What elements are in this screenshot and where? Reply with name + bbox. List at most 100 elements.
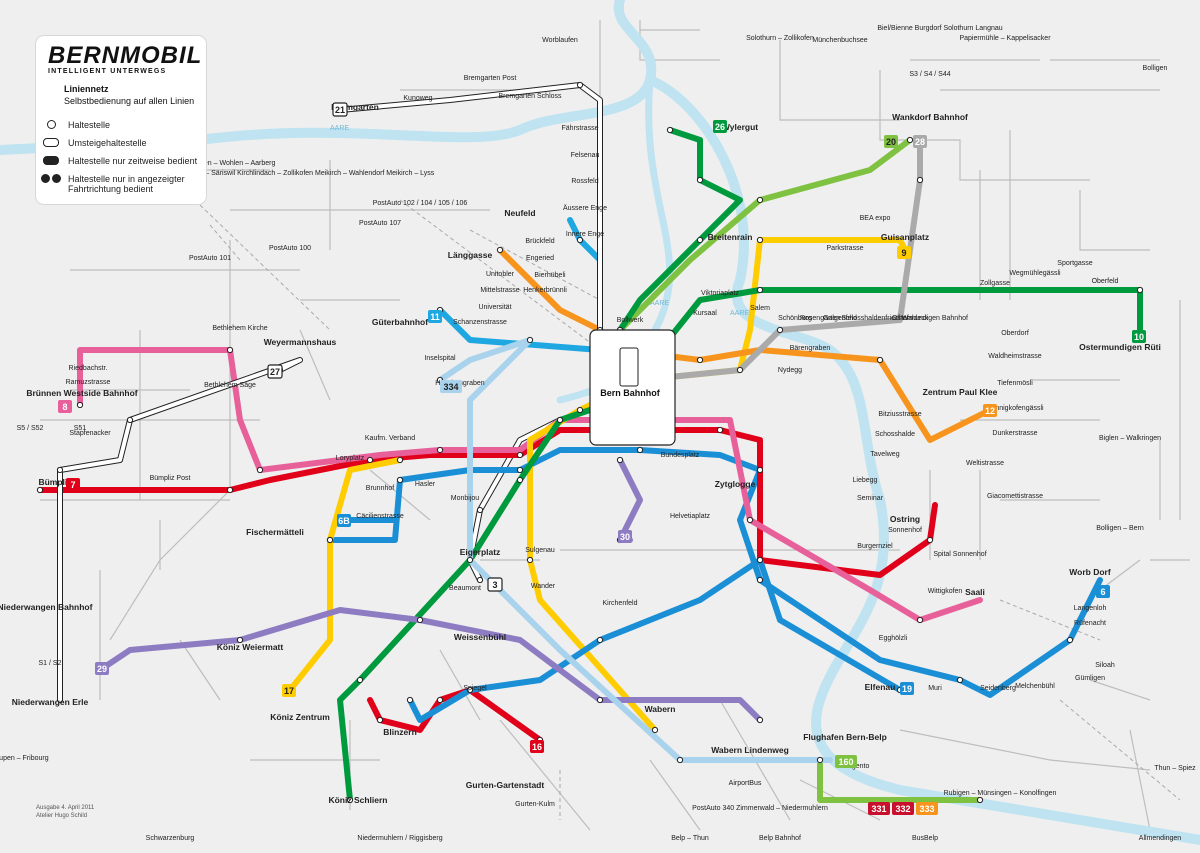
stop-marker[interactable]: [756, 286, 764, 294]
line-badge-6b[interactable]: 6B: [337, 514, 351, 527]
stop-marker[interactable]: [56, 466, 64, 474]
stop-marker[interactable]: [496, 246, 504, 254]
stop-marker[interactable]: [396, 476, 404, 484]
line-badge-8[interactable]: 8: [58, 400, 72, 413]
line-334-route[interactable]: [437, 337, 833, 763]
stop-marker[interactable]: [676, 756, 684, 764]
stop-marker[interactable]: [366, 456, 374, 464]
stop-marker[interactable]: [756, 466, 764, 474]
line-badge-160[interactable]: 160: [835, 755, 857, 768]
stop-marker[interactable]: [416, 616, 424, 624]
stop-marker[interactable]: [716, 426, 724, 434]
line-badge-333[interactable]: 333: [916, 802, 938, 815]
station-label-burgernziel: Burgernziel: [857, 543, 893, 550]
line-badge-26[interactable]: 26: [713, 120, 727, 133]
stop-marker[interactable]: [636, 446, 644, 454]
stop-marker[interactable]: [256, 466, 264, 474]
stop-marker[interactable]: [36, 486, 44, 494]
bern-bahnhof-hub[interactable]: Bern Bahnhof: [589, 329, 676, 446]
line-27-route[interactable]: [58, 358, 302, 702]
stop-marker[interactable]: [666, 126, 674, 134]
line-160-route[interactable]: [817, 757, 983, 803]
stop-marker[interactable]: [516, 451, 524, 459]
line-badge-27[interactable]: 27: [267, 364, 283, 379]
stop-marker[interactable]: [696, 176, 704, 184]
stop-marker[interactable]: [651, 726, 659, 734]
stop-marker[interactable]: [596, 696, 604, 704]
line-8-route[interactable]: [77, 347, 983, 623]
stop-marker[interactable]: [516, 466, 524, 474]
stop-marker[interactable]: [576, 236, 584, 244]
line-7-route[interactable]: [37, 427, 938, 578]
stop-marker[interactable]: [436, 696, 444, 704]
stop-marker[interactable]: [616, 456, 624, 464]
stop-marker[interactable]: [696, 356, 704, 364]
line-badge-9[interactable]: 9: [897, 246, 911, 259]
stop-marker[interactable]: [346, 796, 354, 804]
stop-marker[interactable]: [466, 556, 474, 564]
line-badge-17[interactable]: 17: [282, 684, 296, 697]
stop-marker[interactable]: [476, 506, 484, 514]
stop-marker[interactable]: [756, 236, 764, 244]
line-badge-16[interactable]: 16: [530, 740, 544, 753]
line-28-route[interactable]: [637, 137, 923, 383]
stop-marker[interactable]: [916, 616, 924, 624]
stop-marker[interactable]: [756, 576, 764, 584]
line-badge-7[interactable]: 7: [66, 478, 80, 491]
line-badge-334[interactable]: 334: [440, 380, 462, 393]
stop-marker[interactable]: [556, 416, 564, 424]
stop-marker[interactable]: [816, 756, 824, 764]
stop-marker[interactable]: [376, 716, 384, 724]
stop-marker[interactable]: [526, 336, 534, 344]
line-badge-12[interactable]: 12: [983, 404, 997, 417]
line-badge-3[interactable]: 3: [487, 577, 503, 592]
stop-marker[interactable]: [916, 176, 924, 184]
stop-marker[interactable]: [696, 236, 704, 244]
stop-marker[interactable]: [876, 356, 884, 364]
stop-marker[interactable]: [576, 406, 584, 414]
stop-marker[interactable]: [466, 686, 474, 694]
stop-marker[interactable]: [756, 196, 764, 204]
line-badge-30[interactable]: 30: [618, 530, 632, 543]
line-badge-20[interactable]: 20: [884, 135, 898, 148]
line-badge-6[interactable]: 6: [1096, 585, 1110, 598]
stop-marker[interactable]: [396, 456, 404, 464]
stop-marker[interactable]: [356, 676, 364, 684]
stop-marker[interactable]: [406, 696, 414, 704]
line-badge-11[interactable]: 11: [428, 310, 442, 323]
stop-marker[interactable]: [516, 476, 524, 484]
line-badge-28[interactable]: 28: [913, 135, 927, 148]
station-label-flughafen-bern-belp: Flughafen Bern-Belp: [803, 732, 887, 742]
stop-marker[interactable]: [956, 676, 964, 684]
stop-marker[interactable]: [436, 446, 444, 454]
stop-marker[interactable]: [326, 536, 334, 544]
stop-marker[interactable]: [226, 486, 234, 494]
stop-marker[interactable]: [1066, 636, 1074, 644]
line-badge-21[interactable]: 21: [332, 102, 348, 117]
stop-marker[interactable]: [926, 536, 934, 544]
stop-marker[interactable]: [236, 636, 244, 644]
line-badge-19[interactable]: 19: [900, 682, 914, 695]
stop-marker[interactable]: [906, 136, 914, 144]
line-badge-29[interactable]: 29: [95, 662, 109, 675]
bern-bahnhof-box[interactable]: [589, 329, 676, 446]
stop-marker[interactable]: [756, 556, 764, 564]
stop-marker[interactable]: [596, 636, 604, 644]
line-26-route[interactable]: [617, 127, 743, 333]
stop-marker[interactable]: [526, 556, 534, 564]
line-badge-332[interactable]: 332: [892, 802, 914, 815]
line-badge-10[interactable]: 10: [1132, 330, 1146, 343]
stop-marker[interactable]: [776, 326, 784, 334]
stop-marker[interactable]: [226, 346, 234, 354]
line-badge-331[interactable]: 331: [868, 802, 890, 815]
stop-marker[interactable]: [1136, 286, 1144, 294]
stop-marker[interactable]: [576, 81, 584, 89]
stop-marker[interactable]: [76, 401, 84, 409]
stop-marker[interactable]: [736, 366, 744, 374]
stop-marker[interactable]: [976, 796, 984, 804]
stop-marker[interactable]: [746, 516, 754, 524]
stop-marker[interactable]: [126, 416, 134, 424]
stop-marker[interactable]: [476, 576, 484, 584]
stop-marker[interactable]: [756, 716, 764, 724]
